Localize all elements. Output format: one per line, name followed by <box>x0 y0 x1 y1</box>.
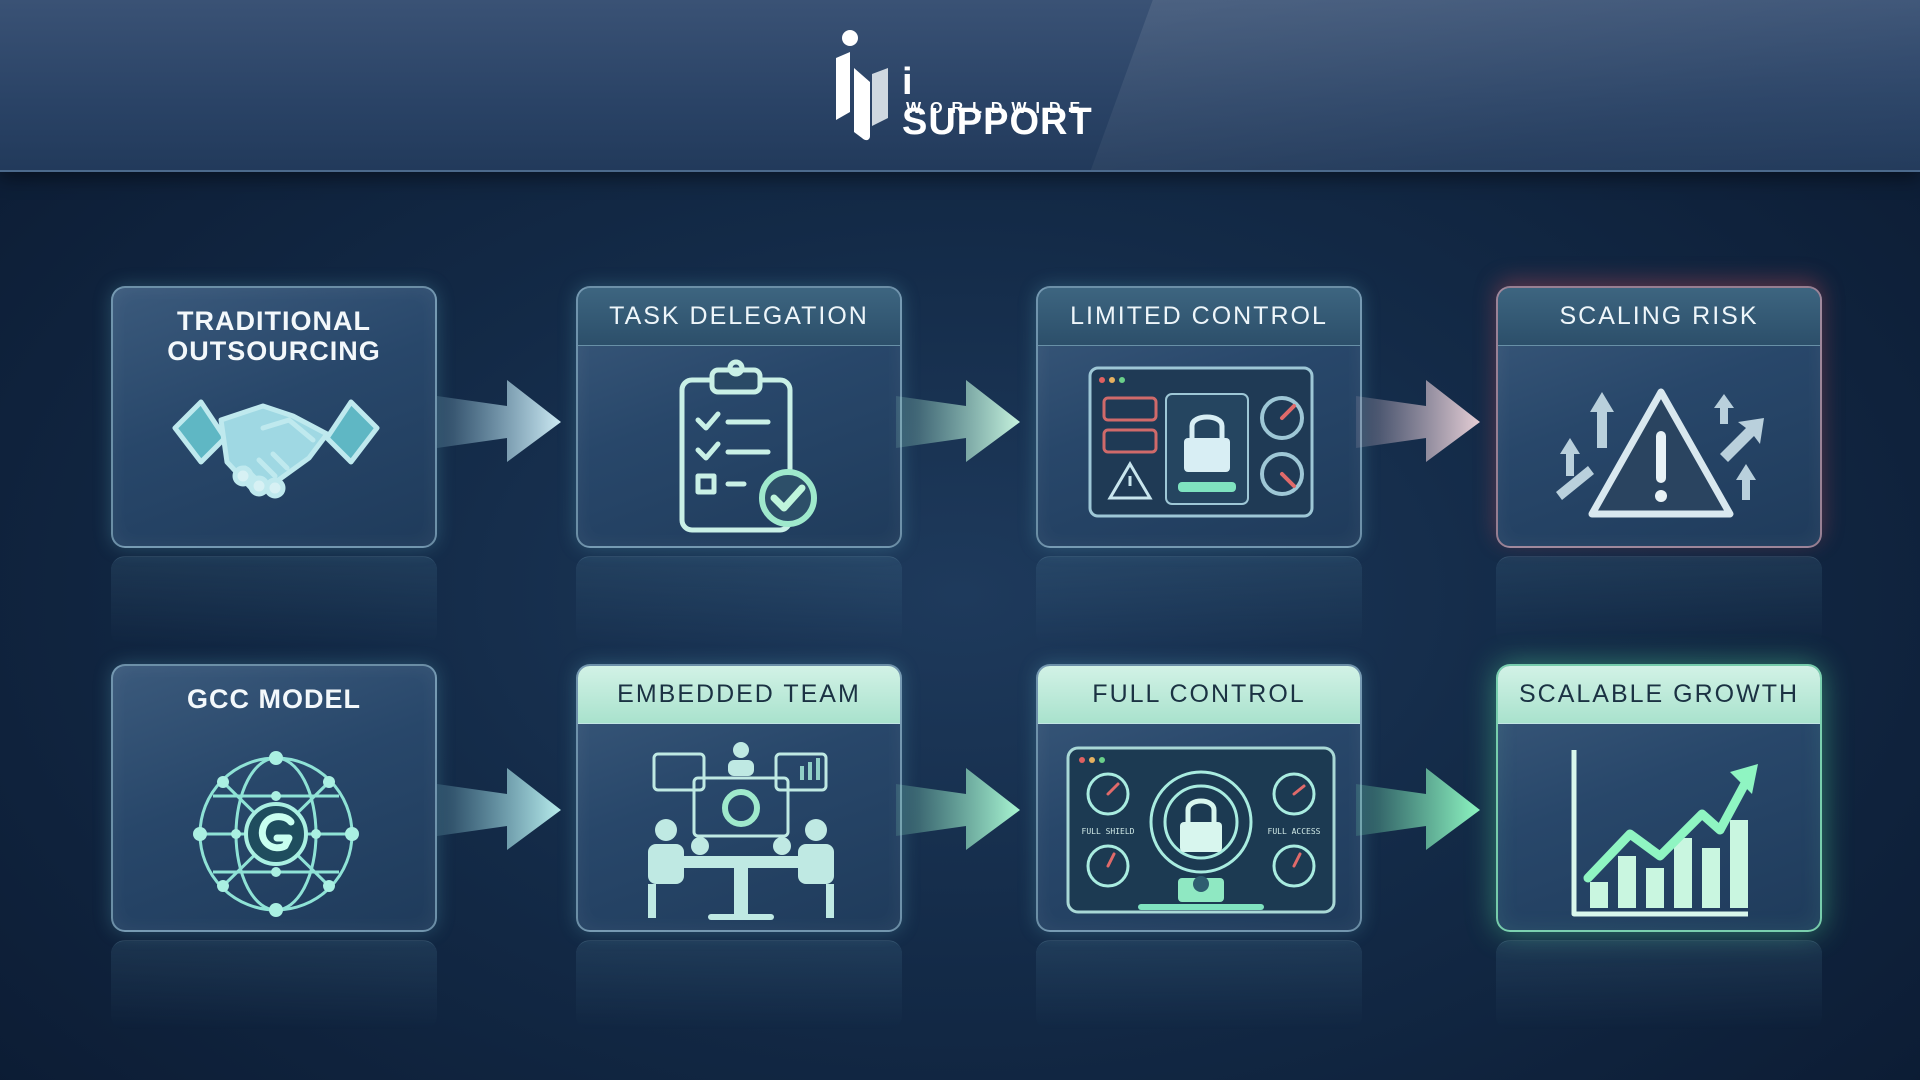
logo-mark-icon <box>836 30 888 141</box>
brand-logo[interactable]: i SUPPORT WORLDWIDE <box>820 28 1110 144</box>
arrow-right-icon <box>437 768 561 850</box>
panel-label-right: FULL ACCESS <box>1268 827 1321 836</box>
card-reflection <box>1496 940 1822 1030</box>
brand-tagline: WORLDWIDE <box>906 100 1090 117</box>
step-title: SCALING RISK <box>1498 288 1820 346</box>
step-scaling-risk[interactable]: SCALING RISK <box>1496 286 1822 548</box>
step-traditional-outsourcing[interactable]: TRADITIONAL OUTSOURCING <box>111 286 437 548</box>
team-meeting-icon <box>648 742 834 920</box>
growth-chart-icon <box>1571 750 1758 917</box>
arrow-right-icon <box>437 380 561 462</box>
panel-label-left: FULL SHIELD <box>1082 827 1135 836</box>
card-reflection <box>576 940 902 1030</box>
card-reflection <box>1036 940 1362 1030</box>
step-task-delegation[interactable]: TASK DELEGATION <box>576 286 902 548</box>
locked-dashboard-icon <box>1088 366 1314 518</box>
step-full-control[interactable]: FULL CONTROL FULL SHIELD FULL ACCESS <box>1036 664 1362 932</box>
arrow-right-icon <box>896 380 1020 462</box>
step-title: TASK DELEGATION <box>578 288 900 346</box>
step-title: TRADITIONAL OUTSOURCING <box>167 306 381 366</box>
brand-name: i SUPPORT <box>902 61 1093 143</box>
card-reflection <box>1036 556 1362 646</box>
step-limited-control[interactable]: LIMITED CONTROL <box>1036 286 1362 548</box>
step-title: LIMITED CONTROL <box>1038 288 1360 346</box>
handshake-icon <box>172 399 380 499</box>
arrow-right-icon <box>896 768 1020 850</box>
step-title: FULL CONTROL <box>1038 666 1360 724</box>
warning-triangle-icon <box>1556 388 1764 518</box>
arrow-right-icon <box>1356 768 1480 850</box>
header-bar: i SUPPORT WORLDWIDE <box>0 0 1920 172</box>
arrow-right-icon <box>1356 380 1480 462</box>
card-reflection <box>576 556 902 646</box>
step-scalable-growth[interactable]: SCALABLE GROWTH <box>1496 664 1822 932</box>
control-panel-icon: FULL SHIELD FULL ACCESS <box>1066 746 1336 914</box>
step-title: SCALABLE GROWTH <box>1498 666 1820 724</box>
network-globe-icon <box>193 751 359 917</box>
step-gcc-model[interactable]: GCC MODEL <box>111 664 437 932</box>
step-title: EMBEDDED TEAM <box>578 666 900 724</box>
clipboard-checklist-icon <box>679 359 817 533</box>
step-embedded-team[interactable]: EMBEDDED TEAM <box>576 664 902 932</box>
card-reflection <box>111 556 437 646</box>
card-reflection <box>1496 556 1822 646</box>
step-title: GCC MODEL <box>187 684 361 714</box>
card-reflection <box>111 940 437 1030</box>
